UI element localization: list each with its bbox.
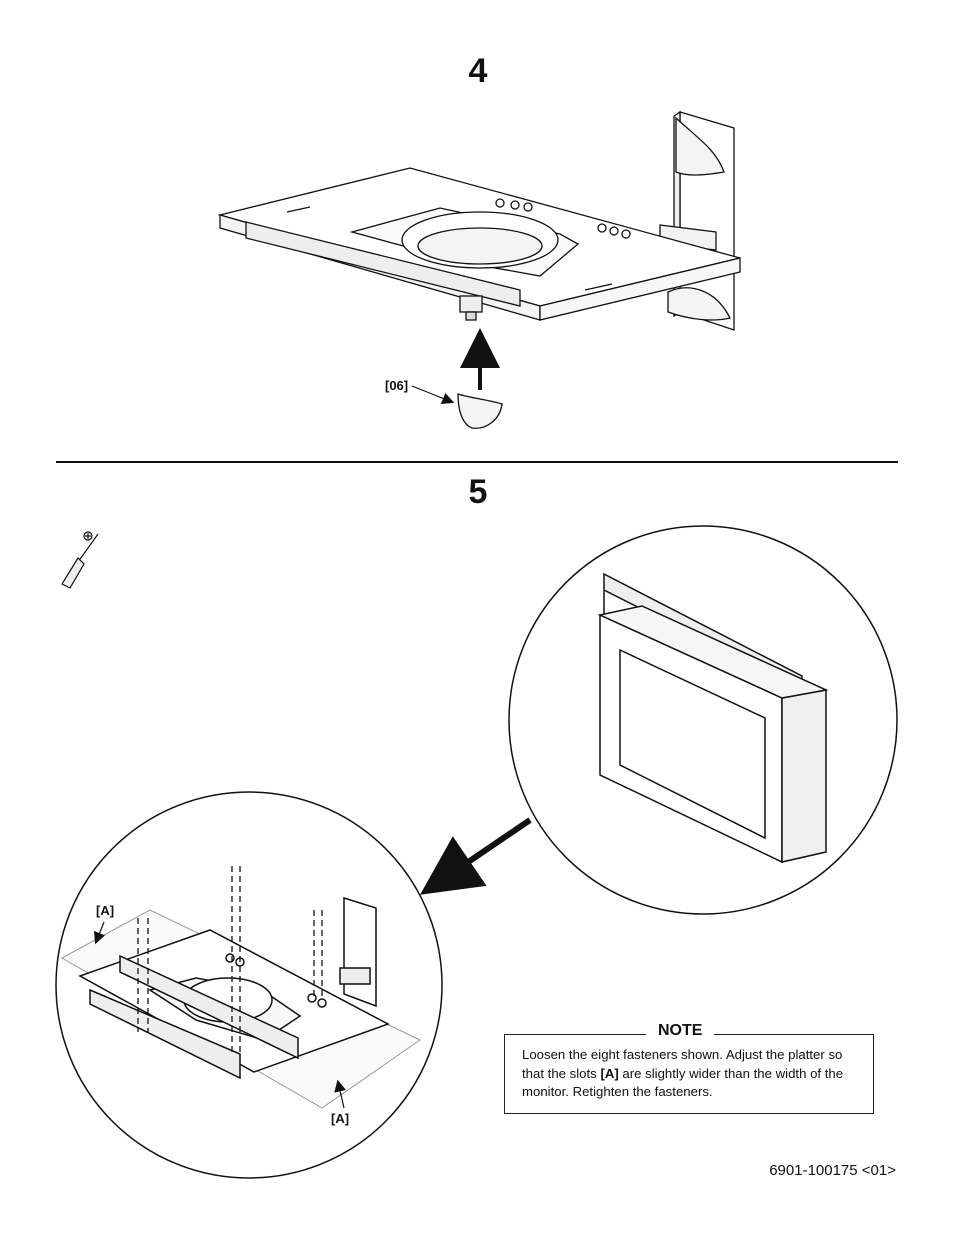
section-divider bbox=[56, 461, 898, 463]
callout-slot-a-bottom: [A] bbox=[331, 1111, 350, 1126]
fastener-guide-lines bbox=[137, 866, 323, 1052]
step-5-number: 5 bbox=[468, 473, 488, 511]
callout-part-06: [06] bbox=[385, 378, 409, 393]
note-text-part1: Loosen the eight fasteners shown. Adjust… bbox=[522, 1047, 843, 1081]
callout-slot-a-top: [A] bbox=[96, 903, 115, 918]
step4-shelf-illustration bbox=[217, 110, 741, 429]
document-number: 6901-100175 <01> bbox=[769, 1162, 896, 1179]
platter-detail-circle bbox=[55, 791, 443, 1179]
note-text-bold-slot: [A] bbox=[600, 1065, 619, 1081]
phillips-screwdriver-icon bbox=[61, 531, 99, 589]
monitor-detail-circle bbox=[508, 525, 898, 915]
note-title: NOTE bbox=[646, 1022, 715, 1040]
note-text-part2: are slightly wider than the width of the… bbox=[522, 1065, 844, 1100]
step-4-number: 4 bbox=[468, 52, 488, 90]
note-text: Loosen the eight fasteners shown. Adjust… bbox=[522, 1046, 862, 1102]
